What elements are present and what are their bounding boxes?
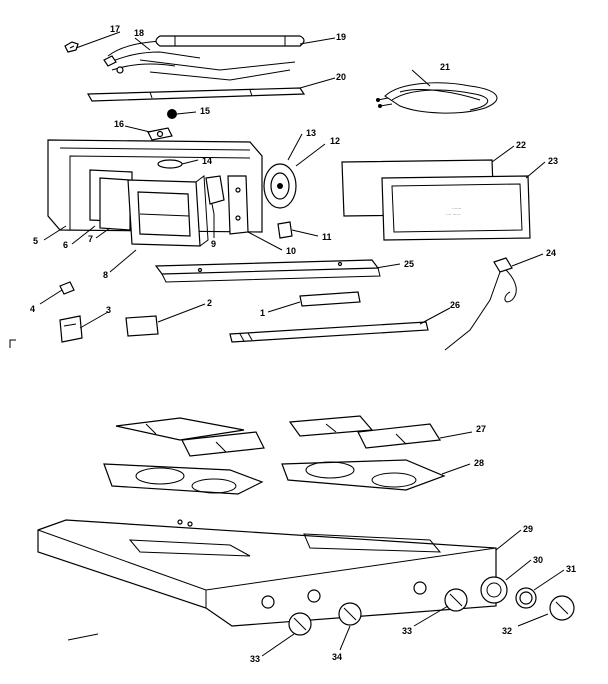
part-11-connector — [277, 221, 293, 239]
part-18-wire-bracket — [103, 39, 201, 74]
label-30: 30 — [533, 555, 543, 565]
part-29-cooktop-body — [37, 519, 497, 627]
part-10-bracket — [227, 175, 249, 235]
part-26-rod — [229, 321, 429, 343]
part-7-clock-panel — [99, 177, 131, 231]
part-1-rail — [299, 291, 361, 307]
label-20: 20 — [336, 72, 346, 82]
part-32-knob — [549, 595, 575, 621]
part-14-oval-plate — [157, 159, 183, 169]
label-9: 9 — [211, 239, 216, 249]
part-3-clip — [59, 315, 83, 343]
part-19-tube — [139, 35, 305, 81]
corner-mark — [9, 339, 16, 348]
part-8-timer-box — [127, 175, 209, 247]
part-20-rail — [86, 87, 306, 102]
label-32: 32 — [502, 626, 512, 636]
part-33-knob-right — [444, 588, 468, 612]
label-17: 17 — [110, 24, 120, 34]
label-1: 1 — [260, 308, 265, 318]
label-18: 18 — [134, 28, 144, 38]
part-17-clip — [64, 41, 79, 53]
part-27-grates — [115, 415, 442, 457]
leader-lines — [39, 31, 565, 657]
label-10: 10 — [286, 246, 296, 256]
label-8: 8 — [103, 270, 108, 280]
label-7: 7 — [88, 234, 93, 244]
label-6: 6 — [63, 240, 68, 250]
label-11: 11 — [322, 232, 332, 242]
part-16-plate — [147, 127, 173, 141]
label-4: 4 — [30, 304, 35, 314]
label-34: 34 — [332, 652, 342, 662]
label-21: 21 — [440, 62, 450, 72]
part-21-wiring-harness — [376, 82, 498, 114]
label-25: 25 — [404, 259, 414, 269]
part-25-bracket — [154, 259, 381, 283]
part-31-ring — [515, 587, 537, 609]
label-19: 19 — [336, 32, 346, 42]
part-33-knob-left — [288, 612, 312, 636]
label-28: 28 — [474, 458, 484, 468]
label-24: 24 — [546, 248, 556, 258]
label-2: 2 — [207, 298, 212, 308]
label-15: 15 — [200, 106, 210, 116]
part-12-clock-motor — [263, 163, 297, 209]
part-4-clip — [59, 281, 75, 295]
label-5: 5 — [33, 236, 38, 246]
label-27: 27 — [476, 424, 486, 434]
label-13: 13 — [306, 128, 316, 138]
label-12: 12 — [330, 136, 340, 146]
part-24-thermostat — [444, 257, 517, 351]
part-34-knob — [338, 602, 362, 626]
label-16: 16 — [114, 119, 124, 129]
label-29: 29 — [523, 524, 533, 534]
label-3: 3 — [106, 305, 111, 315]
label-33-right: 33 — [402, 626, 412, 636]
stray-mark — [67, 633, 99, 641]
label-33-left: 33 — [250, 654, 260, 664]
label-26: 26 — [450, 300, 460, 310]
callout-labels: 17 18 19 20 21 15 16 13 12 14 22 23 5 6 … — [30, 24, 576, 664]
label-23: 23 — [548, 156, 558, 166]
nameplate-line-1: ······· — [452, 206, 461, 211]
part-30-bezel — [480, 576, 508, 604]
part-23-window-frame: ······· ···· ······ — [381, 175, 531, 241]
label-22: 22 — [516, 140, 526, 150]
label-31: 31 — [566, 564, 576, 574]
part-2-clip — [125, 315, 159, 337]
part-15-knob-insert — [167, 109, 177, 119]
part-9-switch — [205, 175, 225, 215]
part-28-burner-plates — [103, 459, 446, 495]
nameplate-line-2: ···· ······ — [446, 212, 460, 217]
label-14: 14 — [202, 156, 212, 166]
